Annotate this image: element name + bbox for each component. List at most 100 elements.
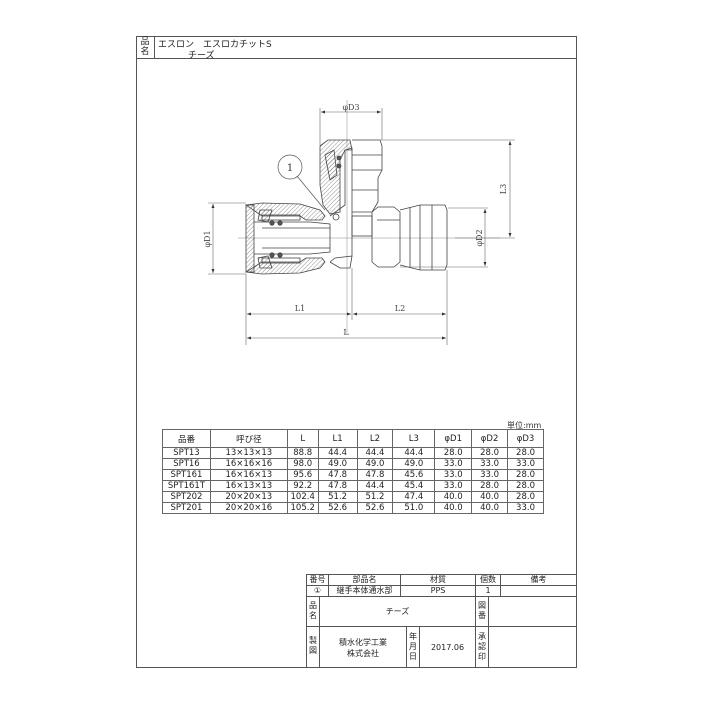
cell: 44.4 xyxy=(356,447,394,459)
cell: SPT201 xyxy=(162,502,211,514)
cell: 28.0 xyxy=(507,491,544,503)
cell: SPT16 xyxy=(162,458,211,470)
cell: 20×20×16 xyxy=(209,502,288,514)
date-label: 年月日 xyxy=(406,626,419,668)
cell: 92.2 xyxy=(286,480,319,492)
parts-header-remarks: 備考 xyxy=(500,574,577,585)
maker-line1: 積水化学工業 xyxy=(339,638,387,647)
col-header: φD2 xyxy=(471,429,509,448)
cell: 33.0 xyxy=(471,458,509,470)
cell: 40.0 xyxy=(434,491,473,503)
cell: 44.4 xyxy=(317,447,358,459)
col-header: L2 xyxy=(356,429,394,448)
dim-l3: L3 xyxy=(499,184,508,194)
part-remarks xyxy=(500,585,577,596)
cell: 33.0 xyxy=(434,480,473,492)
cell: 102.4 xyxy=(286,491,319,503)
cell: SPT161T xyxy=(162,480,211,492)
cell: 20×20×13 xyxy=(209,491,288,503)
col-header: 品番 xyxy=(162,429,211,448)
maker-label: 製図 xyxy=(306,626,319,668)
name-value: チーズ xyxy=(319,596,475,626)
cell: SPT202 xyxy=(162,491,211,503)
maker-line2: 株式会社 xyxy=(347,649,379,658)
dim-phi-d3: φD3 xyxy=(342,103,359,112)
part-no: ① xyxy=(306,585,328,596)
cell: 47.8 xyxy=(356,469,394,481)
drawing-no-value xyxy=(488,596,577,626)
cell: 52.6 xyxy=(356,502,394,514)
cell: 16×16×13 xyxy=(209,469,288,481)
cell: 45.4 xyxy=(392,480,436,492)
header-label: 品名 xyxy=(136,36,155,59)
dim-l2: L2 xyxy=(395,304,405,313)
col-header: L1 xyxy=(317,429,358,448)
cell: 49.0 xyxy=(392,458,436,470)
cell: 51.0 xyxy=(392,502,436,514)
cell: 28.0 xyxy=(434,447,473,459)
cell: SPT13 xyxy=(162,447,211,459)
title-block: 番号 部品名 材質 個数 備考 ① 継手本体通水部 PPS 1 品名 チーズ 図… xyxy=(306,574,577,668)
cell: 47.8 xyxy=(317,469,358,481)
table-row: SPT13 13×13×13 88.8 44.4 44.4 44.4 28.0 … xyxy=(162,447,544,459)
cell: 40.0 xyxy=(434,502,473,514)
cell: 45.6 xyxy=(392,469,436,481)
header-block: 品名 エスロン エスロカチットS チーズ xyxy=(136,36,577,61)
cell: 13×13×13 xyxy=(209,447,288,459)
cell: 49.0 xyxy=(317,458,358,470)
unit-label: 単位:mm xyxy=(507,421,542,430)
dim-phi-d2: φD2 xyxy=(475,229,484,246)
part-material: PPS xyxy=(400,585,475,596)
cell: 28.0 xyxy=(507,480,544,492)
table-row: SPT202 20×20×13 102.4 51.2 51.2 47.4 40.… xyxy=(162,491,544,503)
parts-header-no: 番号 xyxy=(306,574,328,585)
col-header: 呼び径 xyxy=(209,429,288,448)
cell: 44.4 xyxy=(392,447,436,459)
callout-1: 1 xyxy=(287,163,293,174)
cell: 28.0 xyxy=(471,480,509,492)
drawing-no-label: 図番 xyxy=(475,596,488,626)
table-row: SPT201 20×20×16 105.2 52.6 52.6 51.0 40.… xyxy=(162,502,544,514)
cell: 44.4 xyxy=(356,480,394,492)
cell: 33.0 xyxy=(434,469,473,481)
cell: 88.8 xyxy=(286,447,319,459)
approval-label: 承認印 xyxy=(475,626,488,668)
date-value: 2017.06 xyxy=(419,626,475,668)
dim-phi-d1: φD1 xyxy=(203,230,212,247)
col-header: L xyxy=(286,429,319,448)
table-row: SPT16 16×16×16 98.0 49.0 49.0 49.0 33.0 … xyxy=(162,458,544,470)
cell: 95.6 xyxy=(286,469,319,481)
part-name: 継手本体通水部 xyxy=(328,585,400,596)
table-header-row: 品番 呼び径 L L1 L2 L3 φD1 φD2 φD3 xyxy=(162,429,544,448)
table-row: SPT161T 16×13×13 92.2 47.8 44.4 45.4 33.… xyxy=(162,480,544,492)
part-qty: 1 xyxy=(475,585,500,596)
cell: SPT161 xyxy=(162,469,211,481)
cell: 33.0 xyxy=(434,458,473,470)
maker-value: 積水化学工業 株式会社 xyxy=(319,626,406,668)
table-row: SPT161 16×16×13 95.6 47.8 47.8 45.6 33.0… xyxy=(162,469,544,481)
cell: 40.0 xyxy=(471,491,509,503)
cell: 98.0 xyxy=(286,458,319,470)
product-series: エスロン エスロカチットS xyxy=(158,40,272,50)
col-header: φD1 xyxy=(434,429,473,448)
cell: 105.2 xyxy=(286,502,319,514)
cell: 33.0 xyxy=(507,458,544,470)
product-name: チーズ xyxy=(188,51,215,61)
col-header: φD3 xyxy=(507,429,544,448)
cell: 16×13×13 xyxy=(209,480,288,492)
cell: 47.8 xyxy=(317,480,358,492)
dim-l: L xyxy=(343,328,349,337)
cell: 49.0 xyxy=(356,458,394,470)
cell: 51.2 xyxy=(356,491,394,503)
cell: 47.4 xyxy=(392,491,436,503)
cell: 16×16×16 xyxy=(209,458,288,470)
spec-table: 品番 呼び径 L L1 L2 L3 φD1 φD2 φD3 SPT13 13×1… xyxy=(162,429,544,514)
cell: 28.0 xyxy=(507,469,544,481)
col-header: L3 xyxy=(392,429,436,448)
approval-value xyxy=(488,626,577,668)
parts-header-material: 材質 xyxy=(400,574,475,585)
cell: 52.6 xyxy=(317,502,358,514)
cell: 33.0 xyxy=(507,502,544,514)
name-label: 品名 xyxy=(306,596,319,626)
